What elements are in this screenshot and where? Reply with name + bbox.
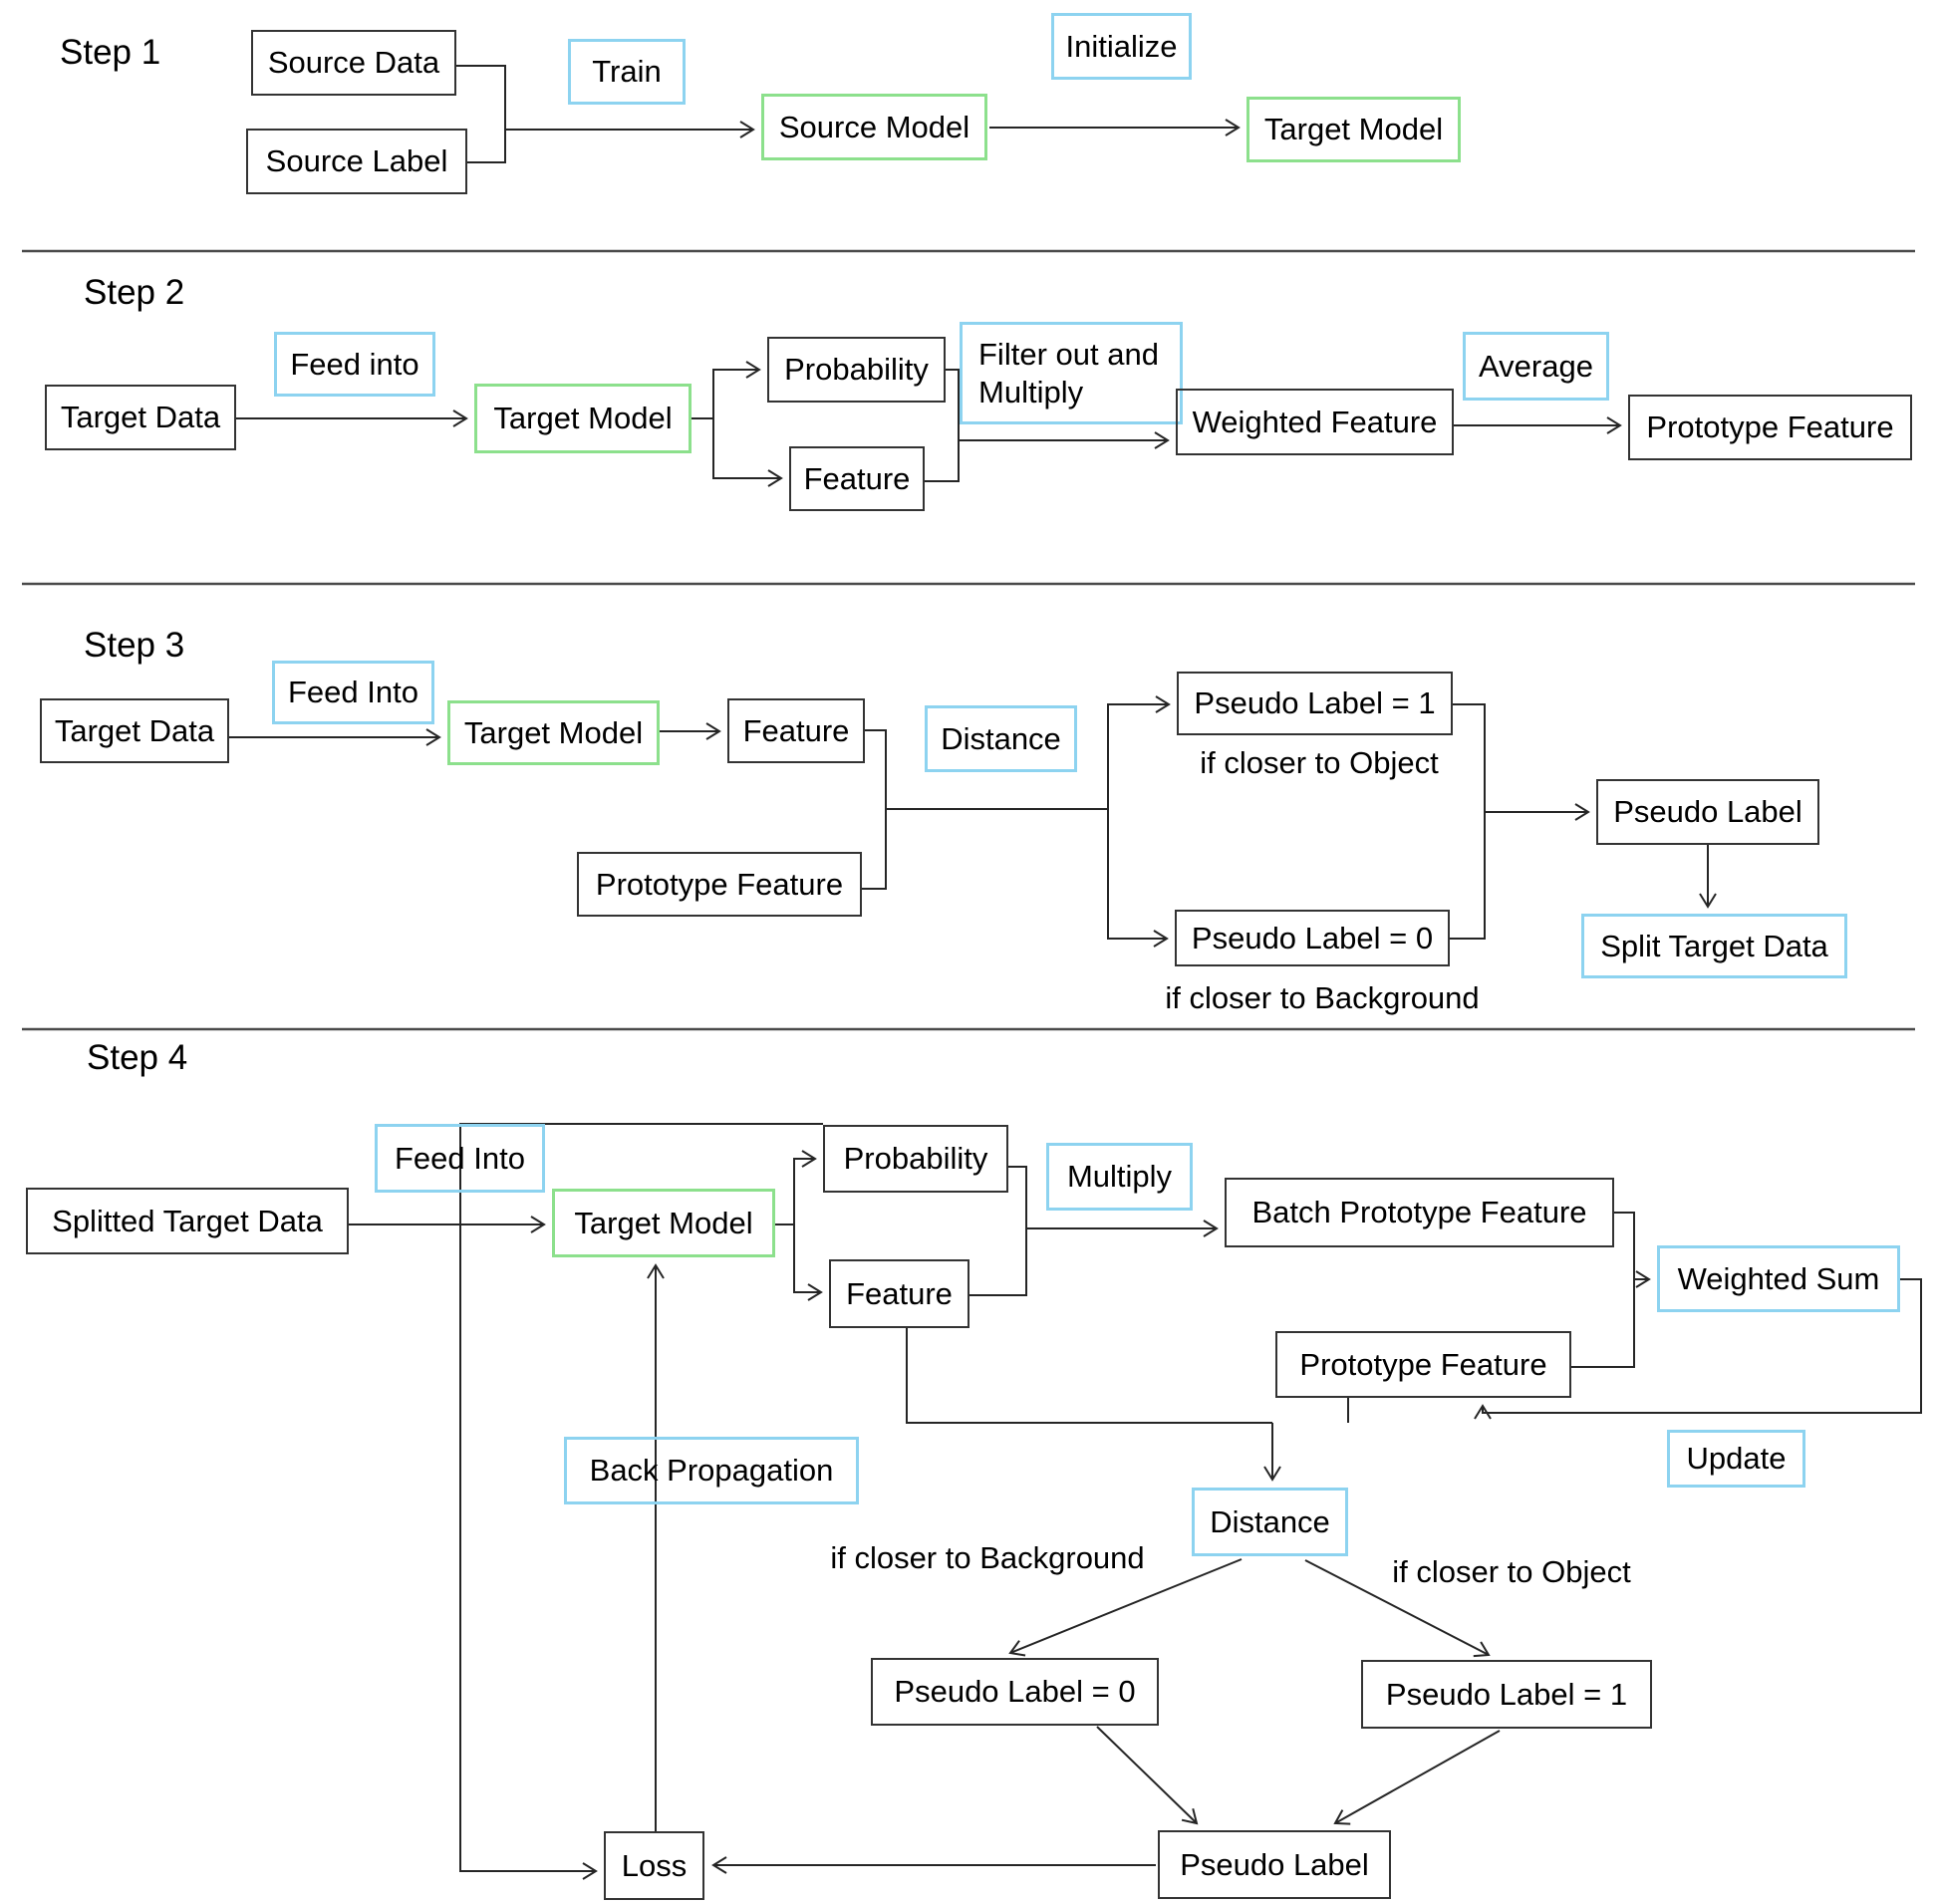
source-model-box: Source Model [761, 94, 987, 160]
average-label: Average [1463, 332, 1609, 401]
probability-step2: Probability [767, 337, 946, 403]
step-2-label: Step 2 [84, 273, 185, 312]
probability-step4: Probability [823, 1125, 1008, 1193]
pseudo-label-step3: Pseudo Label [1596, 779, 1819, 845]
distance-step4: Distance [1192, 1488, 1348, 1556]
target-data-step2: Target Data [45, 385, 236, 450]
target-model-step1: Target Model [1246, 97, 1461, 162]
feature-step4: Feature [829, 1259, 969, 1328]
s2-merge-bracket-connector [925, 369, 960, 482]
s4-diag-object-connector [1304, 1559, 1491, 1658]
pseudo-label-0-step3: Pseudo Label = 0 [1175, 910, 1450, 966]
s3-branch-label1-connector [1107, 695, 1171, 809]
feature-step2: Feature [789, 446, 925, 511]
distance-step3: Distance [925, 705, 1077, 772]
source-label-box: Source Label [246, 129, 467, 194]
pseudo-label-1-step3: Pseudo Label = 1 [1177, 672, 1453, 735]
multiply-label: Multiply [1046, 1143, 1193, 1211]
target-model-step4: Target Model [552, 1189, 775, 1257]
s3-merge-bracket-connector [862, 729, 887, 890]
s4-diag-background-connector [1008, 1558, 1243, 1657]
target-data-step3: Target Data [40, 698, 229, 763]
target-model-step2: Target Model [474, 384, 692, 453]
prototype-feature-step3: Prototype Feature [577, 852, 862, 917]
split-target-data-label: Split Target Data [1581, 914, 1847, 978]
s4-data-to-loss-connector [459, 1123, 823, 1880]
s4-label1-merge-connector [1333, 1730, 1501, 1825]
pseudo-label-step4: Pseudo Label [1158, 1830, 1391, 1899]
pseudo-label-0-step4: Pseudo Label = 0 [871, 1658, 1159, 1726]
initialize-label: Initialize [1051, 13, 1192, 80]
s4-label0-merge-connector [1096, 1726, 1199, 1825]
if-closer-background-step3: if closer to Background [1165, 980, 1480, 1016]
feed-into-step2: Feed into [274, 332, 435, 397]
step-4-label: Step 4 [87, 1038, 188, 1077]
weighted-sum-label: Weighted Sum [1657, 1245, 1900, 1312]
step-1-label: Step 1 [60, 33, 161, 72]
feed-into-step4: Feed Into [375, 1124, 545, 1193]
target-model-step3: Target Model [447, 700, 660, 765]
update-label: Update [1667, 1430, 1805, 1488]
splitted-target-data-box: Splitted Target Data [26, 1188, 349, 1254]
weighted-feature-box: Weighted Feature [1176, 389, 1454, 455]
pseudo-label-1-step4: Pseudo Label = 1 [1361, 1660, 1652, 1729]
s2-branch-feature-connector [712, 418, 783, 487]
s4-right-bracket-connector [1571, 1212, 1635, 1368]
prototype-feature-step2: Prototype Feature [1628, 395, 1912, 460]
feature-step3: Feature [727, 698, 865, 763]
s1-source-bracket-connector [456, 65, 506, 163]
s4-merge-bracket-connector [969, 1166, 1027, 1296]
s4-branch-feature-connector [793, 1224, 823, 1301]
back-propagation-label: Back Propagation [564, 1437, 859, 1504]
train-label: Train [568, 39, 686, 105]
s2-branch-probability-connector [692, 361, 761, 419]
s3-right-bracket-connector [1450, 703, 1486, 940]
filter-multiply-label: Filter out and Multiply [960, 322, 1183, 424]
batch-prototype-feature-box: Batch Prototype Feature [1225, 1178, 1614, 1247]
step-3-label: Step 3 [84, 626, 185, 665]
s4-feature-down-line-connector [906, 1328, 1272, 1424]
s3-branch-label0-connector [1107, 809, 1169, 948]
loss-box: Loss [604, 1831, 704, 1900]
source-data-box: Source Data [251, 30, 456, 96]
if-closer-object-step4: if closer to Object [1392, 1554, 1631, 1590]
if-closer-object-step3: if closer to Object [1200, 745, 1439, 781]
if-closer-background-step4: if closer to Background [830, 1540, 1145, 1576]
s4-update-return-connector [1474, 1278, 1922, 1420]
s4-branch-probability-connector [775, 1150, 817, 1225]
prototype-feature-step4: Prototype Feature [1275, 1331, 1571, 1398]
feed-into-step3: Feed Into [272, 661, 434, 724]
